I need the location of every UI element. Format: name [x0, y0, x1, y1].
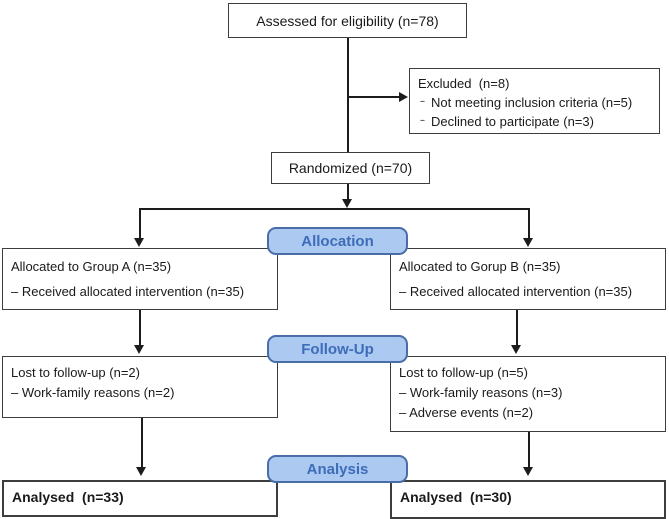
arrowhead-group-a — [134, 238, 144, 247]
connector-followup-a-analysis — [141, 418, 143, 468]
eligibility-text: Assessed for eligibility (n=78) — [256, 12, 439, 29]
followup-a-box: Lost to follow-up (n=2) – Work-family re… — [2, 356, 278, 418]
tick-bullet-icon: -- — [420, 96, 425, 106]
analysis-b-text: Analysed (n=30) — [400, 489, 512, 505]
followup-b-item: – Work-family reasons (n=3) — [399, 385, 563, 400]
connector-branch-group-a — [139, 208, 141, 239]
connector-followup-b-analysis — [528, 432, 530, 468]
connector-eligibility-randomized — [347, 38, 349, 152]
excluded-item: -- Declined to participate (n=3) — [418, 112, 651, 131]
analysis-stage-label: Analysis — [267, 455, 408, 483]
branch-line — [140, 208, 529, 210]
connector-to-excluded — [348, 96, 400, 98]
followup-stage-label: Follow-Up — [267, 335, 408, 363]
connector-randomized-branch — [347, 184, 349, 200]
followup-b-box: Lost to follow-up (n=5) – Work-family re… — [390, 356, 666, 432]
eligibility-box: Assessed for eligibility (n=78) — [228, 3, 467, 38]
followup-a-item: – Work-family reasons (n=2) — [11, 385, 175, 400]
analysis-a-text: Analysed (n=33) — [12, 489, 124, 505]
randomized-box: Randomized (n=70) — [271, 152, 430, 184]
group-a-box: Allocated to Group A (n=35) – Received a… — [2, 248, 278, 310]
arrowhead-excluded — [399, 92, 408, 102]
group-a-title: Allocated to Group A (n=35) — [11, 259, 172, 274]
group-a-item: – Received allocated intervention (n=35) — [11, 284, 245, 299]
arrowhead-group-b — [523, 238, 533, 247]
analysis-b-box: Analysed (n=30) — [390, 480, 666, 519]
excluded-item: -- Not meeting inclusion criteria (n=5) — [418, 93, 651, 112]
arrowhead-analysis-b — [523, 467, 533, 476]
connector-group-b-followup — [516, 310, 518, 346]
connector-group-a-followup — [139, 310, 141, 346]
group-b-title: Allocated to Gorup B (n=35) — [399, 259, 561, 274]
connector-branch-group-b — [528, 208, 530, 239]
tick-bullet-icon: -- — [420, 115, 425, 125]
excluded-box: Excluded (n=8) -- Not meeting inclusion … — [409, 68, 660, 134]
followup-a-title: Lost to follow-up (n=2) — [11, 365, 140, 380]
analysis-a-box: Analysed (n=33) — [2, 480, 278, 517]
randomized-text: Randomized (n=70) — [288, 160, 413, 176]
group-b-item: – Received allocated intervention (n=35) — [399, 284, 633, 299]
followup-b-title: Lost to follow-up (n=5) — [399, 365, 528, 380]
allocation-stage-label: Allocation — [267, 227, 408, 255]
arrowhead-analysis-a — [136, 467, 146, 476]
followup-b-item: – Adverse events (n=2) — [399, 405, 534, 420]
excluded-title: Excluded (n=8) — [418, 76, 510, 91]
arrowhead-followup-b — [511, 345, 521, 354]
arrowhead-branch — [342, 199, 352, 208]
group-b-box: Allocated to Gorup B (n=35) – Received a… — [390, 248, 666, 310]
arrowhead-followup-a — [134, 345, 144, 354]
